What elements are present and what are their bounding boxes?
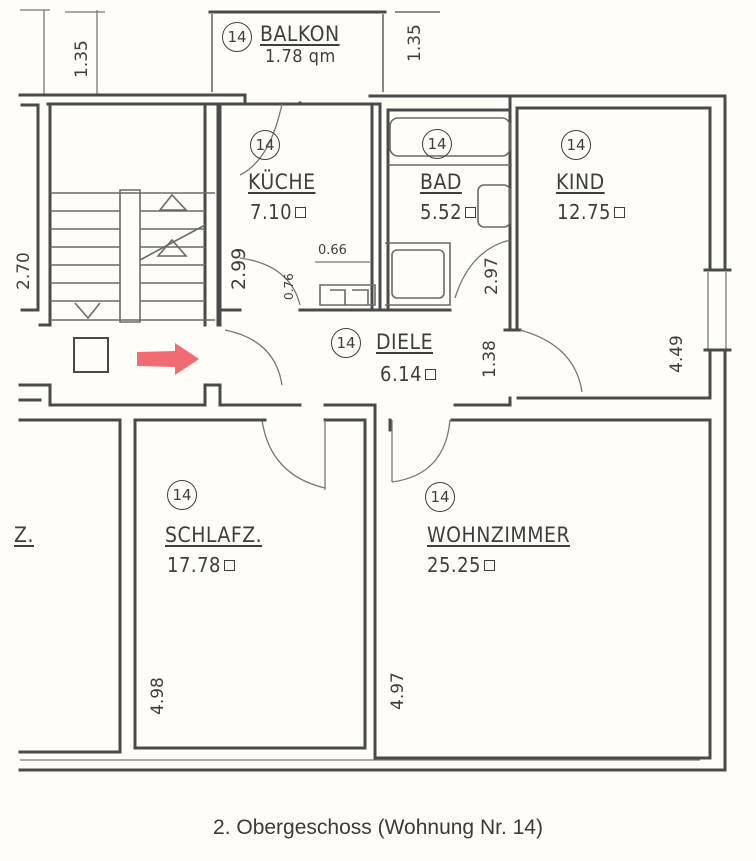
room-name-schlafz: SCHLAFZ.: [165, 523, 263, 547]
stairwell-walls: [18, 102, 222, 754]
room-badge-diele: 14: [331, 328, 361, 358]
room-badge-schlafz: 14: [167, 480, 197, 510]
room-area-schlafz: 17.78: [167, 555, 235, 575]
shaft-box: [73, 337, 109, 373]
area-value: 25.25: [427, 553, 481, 577]
area-value: 12.75: [557, 200, 611, 224]
room-area-wohnzimmer: 25.25: [427, 555, 495, 575]
balcony-walls: [208, 10, 440, 92]
staircase: [50, 189, 215, 323]
kitchen-walls: [218, 101, 452, 327]
floor-plan-caption: 2. Obergeschoss (Wohnung Nr. 14): [213, 816, 543, 839]
room-name-wohnzimmer: WOHNZIMMER: [427, 523, 571, 547]
room-name-balkon: BALKON: [260, 22, 340, 46]
room-name-bad: BAD: [420, 170, 462, 194]
room-name-neighbor: Z.: [14, 523, 34, 547]
bathroom-fixtures: [385, 94, 519, 332]
dimension-stair-left: 2.70: [14, 252, 34, 290]
outer-walls: [18, 93, 732, 772]
dimension-kueche-width: 2.99: [228, 247, 250, 290]
dimension-lines: [20, 9, 105, 95]
square-meter-icon: [465, 207, 477, 218]
square-meter-icon: [224, 560, 235, 571]
dimension-wohnzimmer-depth: 4.97: [388, 672, 408, 710]
room-name-kind: KIND: [556, 170, 605, 194]
area-value: 17.78: [167, 553, 221, 577]
dimension-bad-width: 2.97: [482, 257, 502, 295]
square-meter-icon: [614, 207, 625, 218]
dimension-kueche-small: 0.76: [282, 273, 296, 300]
area-value: 5.52: [420, 200, 463, 224]
square-meter-icon: [484, 560, 495, 571]
entrance-arrow-icon: [137, 343, 199, 375]
room-name-kueche: KÜCHE: [248, 170, 316, 194]
dimension-kind-depth: 4.49: [667, 335, 687, 373]
lower-room-walls: [133, 418, 712, 760]
room-badge-bad: 14: [422, 129, 452, 159]
room-area-diele: 6.14: [380, 362, 437, 386]
dimension-schlafz-depth: 4.98: [148, 677, 168, 715]
hall-walls: [218, 328, 583, 489]
room-badge-wohnzimmer: 14: [425, 482, 455, 512]
room-area-bad: 5.52: [420, 200, 477, 224]
square-meter-icon: [295, 207, 307, 218]
room-area-kueche: 7.10: [250, 200, 307, 224]
area-value: 7.10: [250, 200, 293, 224]
room-name-diele: DIELE: [376, 330, 434, 354]
dimension-balkon-right: 1.35: [405, 24, 425, 62]
dimension-balkon-left: 1.35: [72, 40, 92, 78]
dimension-diele-width: 1.38: [480, 340, 500, 378]
room-badge-kueche: 14: [250, 130, 280, 160]
square-meter-icon: [425, 369, 437, 380]
room-badge-balkon: 14: [222, 22, 252, 52]
room-badge-kind: 14: [561, 130, 591, 160]
room-area-balkon: 1.78 qm: [265, 46, 336, 67]
room-area-kind: 12.75: [557, 202, 625, 222]
area-value: 6.14: [380, 362, 423, 386]
dimension-kueche-counter: 0.66: [318, 243, 347, 258]
